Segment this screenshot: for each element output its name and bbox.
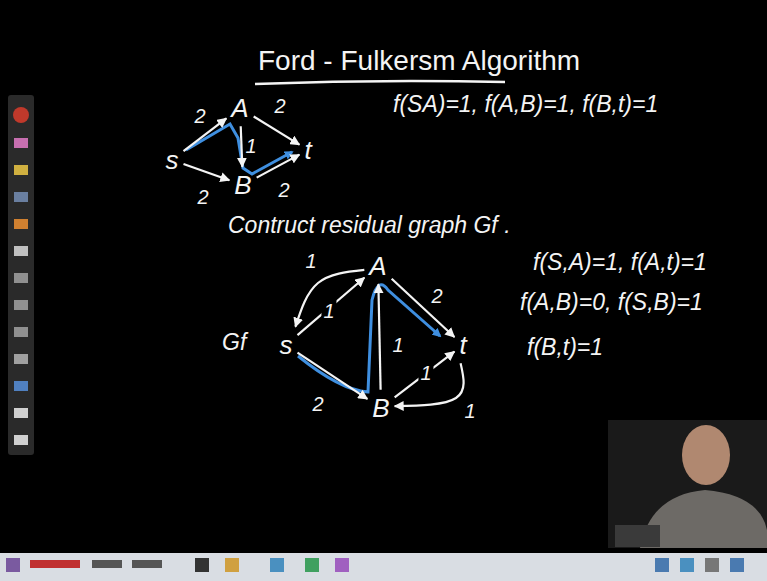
capacity-label: 1: [390, 334, 405, 356]
capacity-label: 2: [429, 285, 444, 307]
capacity-label: 2: [192, 105, 207, 127]
graph-vertex: s: [163, 144, 182, 177]
note-text: f(B,t)=1: [527, 335, 603, 360]
flow-edge: [257, 155, 300, 178]
capacity-label: 1: [321, 300, 336, 322]
title-underline: [255, 81, 505, 84]
graph-vertex: A: [366, 250, 389, 283]
toolbar-icons: [6, 558, 744, 572]
note-text: Contruct residual graph Gf .: [228, 213, 511, 238]
lecturer-video: [608, 420, 767, 548]
graph-vertex: B: [369, 392, 392, 425]
capacity-label: 2: [195, 186, 210, 208]
tool-icons: [13, 107, 29, 445]
tool-palette: [8, 95, 34, 455]
vertex-name: B: [372, 394, 389, 423]
capacity-label: 2: [272, 95, 287, 117]
capacity-label: 2: [276, 179, 291, 201]
vertex-name: A: [369, 252, 386, 281]
capacity-label: 1: [418, 362, 433, 384]
graph-vertex: B: [231, 169, 254, 202]
capacity-label: 1: [243, 135, 258, 157]
vertex-name: s: [166, 146, 179, 175]
augmenting-path: [298, 285, 440, 392]
vertex-name: t: [304, 136, 311, 165]
flow-edge: [295, 270, 364, 327]
title: Ford - Fulkersm Algorithm: [258, 46, 580, 77]
note-text: f(SA)=1, f(A,B)=1, f(B,t)=1: [393, 92, 658, 117]
graph-vertex: t: [301, 134, 314, 167]
flow-edge: [298, 353, 368, 399]
flow-edge: [241, 126, 243, 166]
vertex-name: t: [459, 331, 466, 360]
graph-vertex: A: [228, 92, 251, 125]
flow-edge: [395, 352, 455, 398]
vertex-name: s: [280, 331, 293, 360]
graph-vertex: t: [456, 329, 469, 362]
capacity-label: 1: [303, 250, 318, 272]
capacity-label: 1: [462, 400, 477, 422]
flow-edge: [184, 164, 230, 180]
note-text: f(S,A)=1, f(A,t)=1: [533, 250, 707, 275]
bottom-toolbar: [0, 553, 767, 581]
flow-edge: [378, 284, 380, 389]
note-text: Gf: [222, 330, 246, 355]
flow-edge: [392, 279, 455, 337]
flow-edge: [254, 116, 300, 144]
vertex-name: A: [231, 94, 248, 123]
vertex-name: B: [234, 171, 251, 200]
note-text: f(A,B)=0, f(S,B)=1: [520, 290, 703, 315]
capacity-label: 2: [310, 393, 325, 415]
flow-edge: [298, 278, 365, 335]
graph-vertex: s: [277, 329, 296, 362]
